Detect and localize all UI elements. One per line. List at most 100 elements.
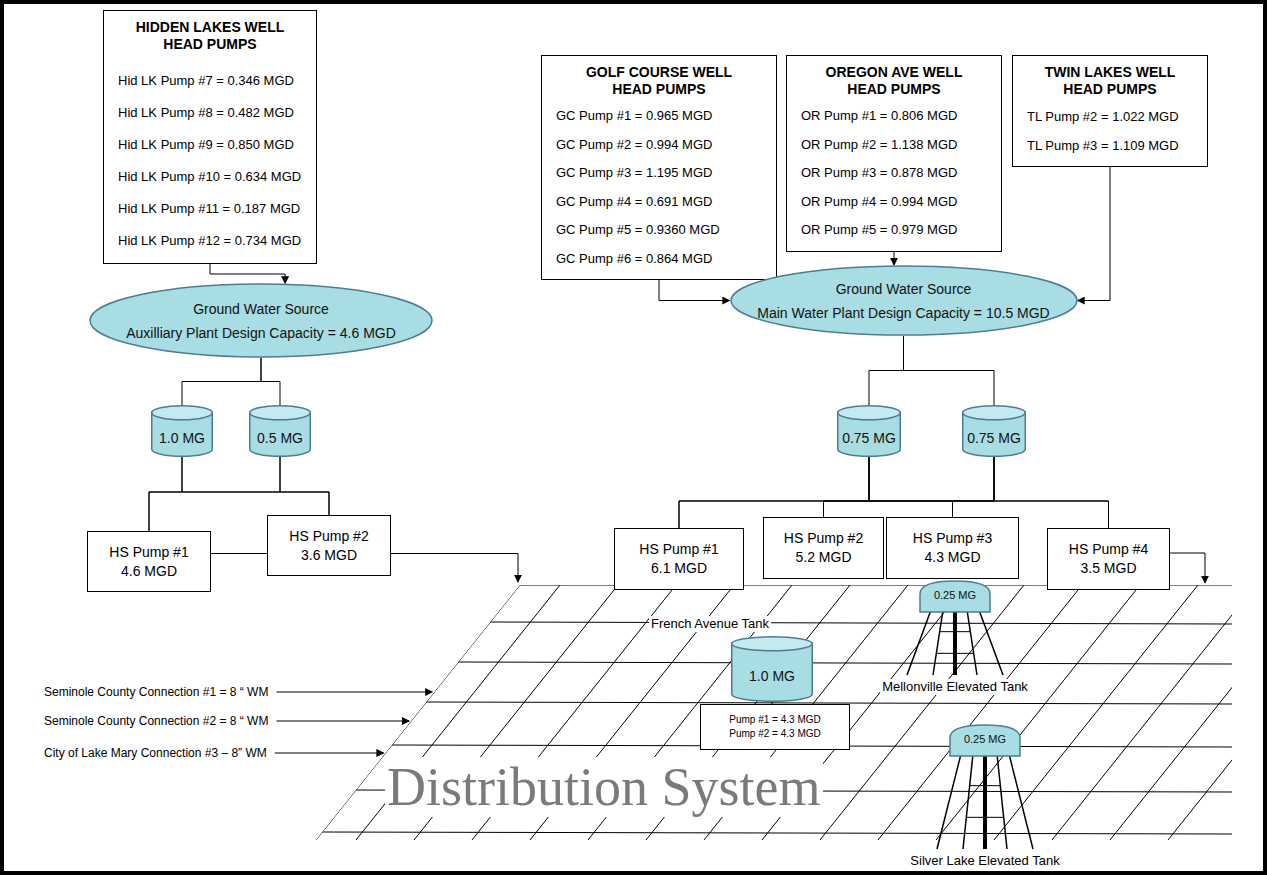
pump-box: HS Pump #43.5 MGD bbox=[1047, 528, 1170, 590]
connector bbox=[894, 252, 895, 265]
elevated-tank: 0.25 MGSilver Lake Elevated Tank bbox=[896, 724, 1074, 869]
text-group: Pump #1 = 4.3 MGDPump #2 = 4.3 MGD bbox=[701, 705, 849, 749]
pump-rating: GC Pump #5 = 0.9360 MGD bbox=[556, 216, 720, 245]
label-text: Main Water Plant Design Capacity = 10.5 … bbox=[757, 305, 1049, 321]
text-group: 0.25 MGMellonville Elevated Tank bbox=[866, 580, 1044, 695]
tower-leg bbox=[937, 754, 961, 849]
label-text: HS Pump #1 bbox=[109, 543, 188, 562]
tower-leg bbox=[1009, 754, 1033, 849]
feed-arrow bbox=[276, 692, 432, 693]
grid-main bbox=[322, 832, 1232, 834]
grid-main bbox=[878, 585, 1082, 840]
pump-rating: OR Pump #2 = 1.138 MGD bbox=[801, 131, 957, 160]
grid-main bbox=[1168, 585, 1267, 840]
tower-brace bbox=[940, 631, 971, 632]
storage-tank: 0.75 MG bbox=[962, 405, 1026, 457]
pump-box: HS Pump #16.1 MGD bbox=[614, 528, 744, 590]
text-group: 0.75 MG bbox=[962, 419, 1026, 457]
tower-leg bbox=[963, 754, 973, 849]
connector bbox=[953, 457, 995, 517]
label-text: 0.25 MG bbox=[896, 733, 1074, 745]
elevated-tank: 0.25 MGMellonville Elevated Tank bbox=[866, 580, 1044, 695]
text-group: HS Pump #34.3 MGD bbox=[887, 518, 1018, 578]
tower-leg bbox=[953, 610, 957, 675]
label-text: 0.75 MG bbox=[967, 430, 1021, 446]
connector bbox=[869, 457, 953, 517]
storage-tank: 0.75 MG bbox=[837, 405, 901, 457]
tower-leg bbox=[907, 610, 931, 675]
connector bbox=[869, 336, 904, 405]
watermark: Distribution System bbox=[385, 757, 823, 817]
pump-rating: GC Pump #4 = 0.691 MGD bbox=[556, 188, 712, 217]
cylinder-top bbox=[963, 406, 1026, 420]
connector bbox=[149, 457, 280, 531]
text-group: TWIN LAKES WELL HEAD PUMPSTL Pump #2 = 1… bbox=[1013, 56, 1207, 164]
pump-box: HS Pump #14.6 MGD bbox=[87, 531, 211, 592]
cylinder-top bbox=[250, 406, 311, 420]
label-text: 0.75 MG bbox=[842, 430, 896, 446]
pump-rating: Hid LK Pump #11 = 0.187 MGD bbox=[118, 193, 300, 225]
pump-rating: Hid LK Pump #10 = 0.634 MGD bbox=[118, 161, 301, 193]
tower-leg bbox=[997, 754, 1007, 849]
pump-rating: OR Pump #1 = 0.806 MGD bbox=[801, 102, 957, 131]
well-box: OREGON AVE WELL HEAD PUMPS OR Pump #1 = 0… bbox=[786, 55, 1002, 252]
feed-arrow bbox=[1170, 553, 1205, 583]
label-text: HS Pump #2 bbox=[784, 529, 863, 548]
label-text: 0.5 MG bbox=[257, 430, 303, 446]
text-group: 1.0 MG bbox=[151, 419, 213, 457]
cylinder-top bbox=[838, 406, 901, 420]
cylinder-body bbox=[732, 643, 813, 701]
storage-tank: 1.0 MG bbox=[151, 405, 213, 457]
pump-box: HS Pump #34.3 MGD bbox=[886, 517, 1019, 579]
text-group: HIDDEN LAKES WELL HEAD PUMPSHid LK Pump … bbox=[104, 11, 316, 261]
connector bbox=[211, 553, 267, 554]
box-heading: OREGON AVE WELL HEAD PUMPS bbox=[813, 64, 975, 98]
label-text: Auxilliary Plant Design Capacity = 4.6 M… bbox=[126, 325, 396, 341]
connector bbox=[659, 280, 730, 301]
text-group: HS Pump #43.5 MGD bbox=[1048, 529, 1169, 589]
well-box: GOLF COURSE WELL HEAD PUMPS GC Pump #1 = … bbox=[541, 55, 777, 280]
connector bbox=[824, 457, 995, 517]
tower-leg bbox=[979, 610, 1003, 675]
text-group: HS Pump #16.1 MGD bbox=[615, 529, 743, 589]
well-box: TWIN LAKES WELL HEAD PUMPSTL Pump #2 = 1… bbox=[1012, 55, 1208, 167]
label-text: Ground Water Source bbox=[193, 301, 329, 317]
elev-outline bbox=[896, 724, 1074, 869]
ell-outline bbox=[730, 265, 1078, 336]
pump-box: Pump #1 = 4.3 MGDPump #2 = 4.3 MGD bbox=[700, 704, 850, 750]
text-group: Ground Water SourceAuxilliary Plant Desi… bbox=[89, 283, 433, 358]
grid-main bbox=[490, 622, 1232, 624]
text-group: GOLF COURSE WELL HEAD PUMPS GC Pump #1 = … bbox=[542, 56, 776, 277]
tower-brace bbox=[966, 817, 1003, 818]
label-text: 5.2 MGD bbox=[795, 548, 851, 567]
source-ellipse: Ground Water SourceMain Water Plant Desi… bbox=[730, 265, 1078, 336]
ellipse-shape bbox=[731, 266, 1077, 335]
well-box: HIDDEN LAKES WELL HEAD PUMPSHid LK Pump … bbox=[103, 10, 317, 264]
connector bbox=[904, 336, 995, 405]
connector bbox=[210, 264, 285, 283]
label-text: 6.1 MGD bbox=[651, 559, 707, 578]
connector bbox=[182, 358, 261, 405]
text-group: 1.0 MG bbox=[731, 650, 813, 702]
pump-rating: Hid LK Pump #7 = 0.346 MGD bbox=[118, 65, 294, 97]
text-group: HS Pump #23.6 MGD bbox=[268, 516, 390, 575]
text-group: OREGON AVE WELL HEAD PUMPS OR Pump #1 = 0… bbox=[787, 56, 1001, 249]
text-group: 0.5 MG bbox=[249, 419, 311, 457]
grid-main bbox=[1110, 585, 1267, 840]
storage-tank: 1.0 MG bbox=[731, 636, 813, 702]
connector bbox=[182, 457, 329, 515]
box-heading: GOLF COURSE WELL HEAD PUMPS bbox=[578, 64, 740, 98]
tower-brace bbox=[970, 785, 1001, 786]
text-group: HS Pump #25.2 MGD bbox=[764, 518, 883, 578]
label-text: HS Pump #2 bbox=[289, 527, 368, 546]
label-text: 1.0 MG bbox=[159, 430, 205, 446]
label-text: Pump #2 = 4.3 MGD bbox=[729, 727, 820, 741]
text-group: 0.25 MGSilver Lake Elevated Tank bbox=[896, 724, 1074, 869]
pump-rating: OR Pump #4 = 0.994 MGD bbox=[801, 188, 957, 217]
box-heading: TWIN LAKES WELL HEAD PUMPS bbox=[1029, 64, 1191, 98]
label-text: 4.3 MGD bbox=[924, 548, 980, 567]
cylinder-top bbox=[732, 637, 813, 651]
pump-rating: GC Pump #1 = 0.965 MGD bbox=[556, 102, 712, 131]
label-text: Ground Water Source bbox=[836, 281, 972, 297]
